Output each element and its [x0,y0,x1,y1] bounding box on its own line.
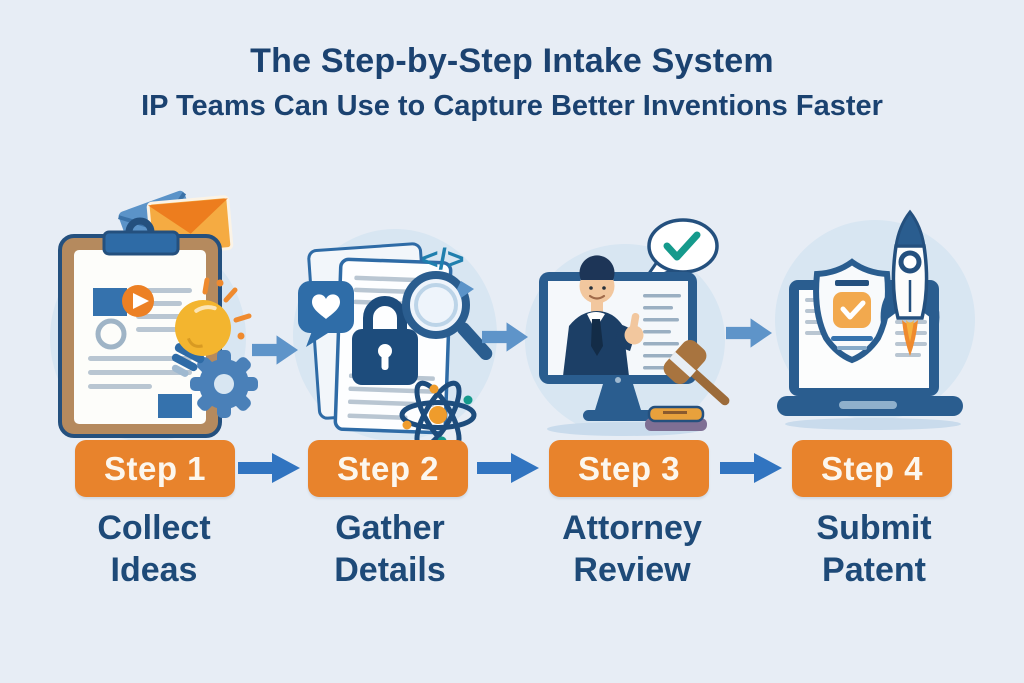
step-3-badge-label: Step 3 [577,449,681,487]
code-pointer-icon [457,281,474,298]
documents-research-scene: </> [293,229,497,450]
laptop-shadow [785,418,961,430]
step-1-label: Collect Ideas [44,507,264,591]
step-3-illustration [525,210,740,440]
step-3-label-line2: Review [573,551,691,589]
step-2-illustration: </> [290,225,500,450]
attorney-avatar [563,255,644,375]
submit-patent-scene [775,209,975,430]
page-title: The Step-by-Step Intake System [250,42,774,80]
page-subtitle: IP Teams Can Use to Capture Better Inven… [141,90,883,122]
step-2-label-line1: Gather [335,509,445,547]
step-1-label-line2: Ideas [110,551,198,589]
step-4-badge-label: Step 4 [820,449,924,487]
step-4-label-line1: Submit [816,509,932,547]
step-4-illustration [775,200,980,430]
step-2-label-line2: Details [334,551,446,589]
lightbulb-icon [171,277,252,377]
gavel-icon [645,339,730,431]
heart-bubble-icon [298,281,354,347]
lightbulb-rays [202,277,252,323]
gear-icon [190,350,258,418]
step-2-badge-label: Step 2 [336,449,440,487]
padlock-icon [352,296,418,385]
step-1-label-line1: Collect [97,509,211,547]
arrow-right-icon [726,318,772,348]
magnifying-glass-icon [402,271,493,361]
rocket-icon [880,209,940,356]
arrow-right-icon [720,453,782,483]
attorney-review-scene [525,218,730,436]
header: The Step-by-Step Intake System IP Teams … [0,42,1024,123]
clipboard-with-ideas-scene [50,190,258,442]
step-3-badge: Step 3 [549,440,709,497]
arrow-right-icon [482,322,528,352]
step-1-illustration [48,188,263,446]
step-1-badge-label: Step 1 [103,449,207,487]
arrow-right-icon [252,335,298,365]
step-4-label: Submit Patent [764,507,984,591]
step-2-badge: Step 2 [308,440,468,497]
arrow-right-icon [477,453,539,483]
code-tag-icon: </> [421,243,464,276]
step-1-badge: Step 1 [75,440,235,497]
play-button-icon [122,285,154,317]
step-2-label: Gather Details [280,507,500,591]
step-4-badge: Step 4 [792,440,952,497]
shield-badge-icon [813,258,891,364]
step-3-label-line1: Attorney [562,509,702,547]
step-4-label-line2: Patent [822,551,926,589]
step-3-label: Attorney Review [522,507,742,591]
arrow-right-icon [238,453,300,483]
